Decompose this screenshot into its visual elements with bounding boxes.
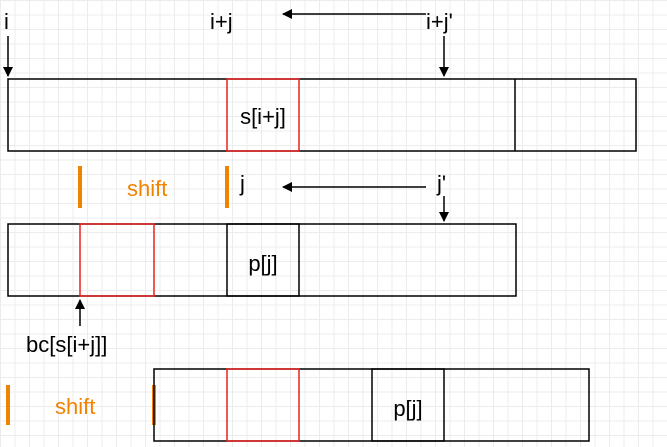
label-j: j — [240, 171, 245, 196]
bad-char-cell — [79, 223, 155, 297]
label-i-plus-j-prime: i+j' — [426, 9, 453, 34]
label-i-plus-j: i+j — [210, 9, 233, 34]
aligned-cell — [226, 368, 300, 442]
text-string-bar — [7, 78, 637, 152]
label-shift-2: shift — [55, 394, 96, 419]
label-bc: bc[s[i+j]] — [26, 332, 108, 357]
mismatch-cell-s — [226, 78, 300, 152]
label-shift-1: shift — [127, 176, 168, 201]
label-i: i — [4, 9, 9, 34]
label-p-cell-2: p[j] — [393, 396, 423, 421]
pattern-cell-pj-1 — [226, 223, 300, 297]
pattern-cell-pj-2 — [371, 368, 445, 442]
label-j-prime: j' — [437, 171, 447, 196]
label-s-cell: s[i+j] — [240, 104, 286, 129]
label-p-cell-1: p[j] — [248, 251, 278, 276]
